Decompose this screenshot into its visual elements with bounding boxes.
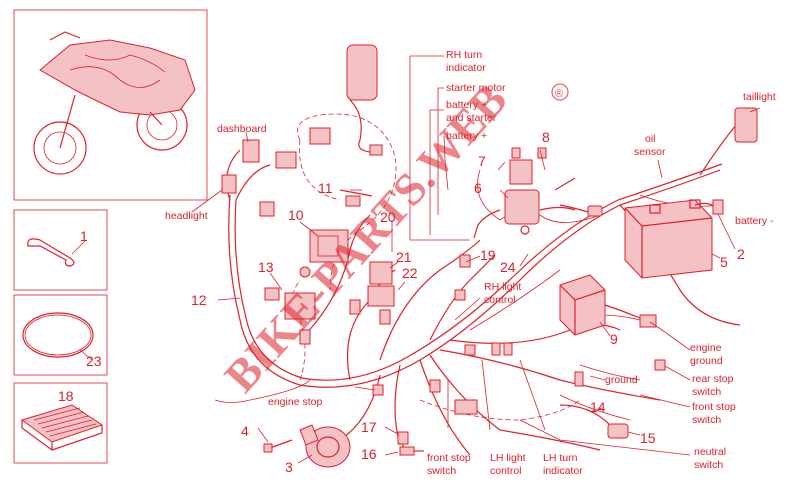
components xyxy=(221,44,758,468)
part-number-11: 11 xyxy=(318,180,333,196)
label-taillight: taillight xyxy=(743,91,776,103)
part-number-1: 1 xyxy=(80,228,88,244)
part-number-18: 18 xyxy=(58,388,74,404)
label-battery-minus: battery - xyxy=(735,215,774,227)
label-rh-light-control: RH light control xyxy=(484,281,524,306)
part-number-20: 20 xyxy=(380,209,396,225)
label-neutral-switch: neutral switch xyxy=(694,446,729,471)
part-18-inset: 18 xyxy=(13,382,108,464)
label-front-stop-switch-bottom: front stop switch xyxy=(427,452,474,477)
part-number-24: 24 xyxy=(500,259,516,275)
label-rear-stop-switch: rear stop switch xyxy=(692,373,736,398)
part-number-14: 14 xyxy=(590,399,606,415)
label-lh-light-control: LH light control xyxy=(490,452,529,477)
label-ground: ground xyxy=(605,374,638,386)
label-rh-turn-indicator: RH turn indicator xyxy=(446,49,486,74)
part-number-8: 8 xyxy=(542,129,550,145)
part-number-3: 3 xyxy=(285,459,293,475)
label-headlight: headlight xyxy=(165,210,208,222)
part-number-23: 23 xyxy=(86,353,102,369)
part-1-inset: 1 xyxy=(13,209,108,291)
label-starter-motor: starter motor xyxy=(446,82,506,94)
part-number-callouts: 2 3 4 5 6 7 8 9 10 11 12 13 14 15 16 17 … xyxy=(191,129,745,475)
label-lh-turn-indicator: LH turn indicator xyxy=(543,452,583,477)
part-number-19: 19 xyxy=(480,247,496,263)
part-number-2: 2 xyxy=(737,246,745,262)
leader-lines xyxy=(191,55,761,464)
part-number-15: 15 xyxy=(640,430,656,446)
label-engine-stop: engine stop xyxy=(268,396,322,408)
label-battery-plus-and-starter: battery + and starter xyxy=(446,99,497,124)
part-number-17: 17 xyxy=(361,419,377,435)
part-number-21: 21 xyxy=(396,249,412,265)
part-number-10: 10 xyxy=(288,207,304,223)
part-number-6: 6 xyxy=(474,180,482,196)
label-engine-ground: engine ground xyxy=(690,342,724,367)
part-number-4: 4 xyxy=(241,423,249,439)
watermark-registered-mark: ® xyxy=(555,88,563,100)
part-number-12: 12 xyxy=(191,292,207,308)
label-oil-sensor: oil sensor xyxy=(634,133,666,158)
wiring-harness xyxy=(214,113,746,456)
label-front-stop-switch-right: front stop switch xyxy=(692,401,739,426)
callout-labels: RH turn indicator starter motor battery … xyxy=(165,49,776,477)
part-number-7: 7 xyxy=(478,153,486,169)
part-number-22: 22 xyxy=(402,265,418,281)
part-number-16: 16 xyxy=(361,446,377,462)
motorcycle-inset xyxy=(13,9,208,201)
part-number-9: 9 xyxy=(610,331,618,347)
part-number-13: 13 xyxy=(258,259,274,275)
part-number-5: 5 xyxy=(720,254,728,270)
label-battery-plus: battery + xyxy=(446,130,487,142)
label-dashboard: dashboard xyxy=(217,123,267,135)
part-23-inset: 23 xyxy=(13,294,108,376)
